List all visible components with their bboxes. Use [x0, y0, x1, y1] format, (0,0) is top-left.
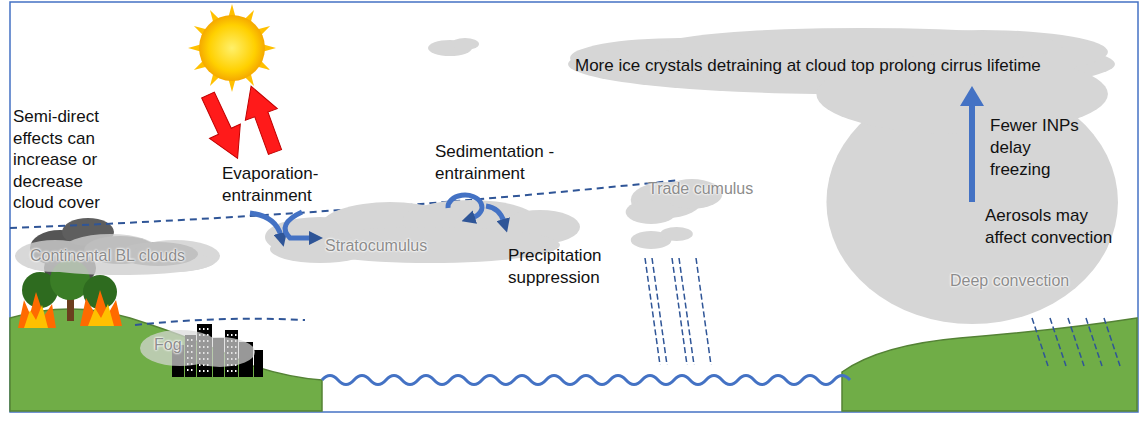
cloud-type-label: Fog: [154, 334, 182, 356]
process-note: Precipitation suppression: [508, 245, 618, 289]
window-light: [207, 370, 209, 372]
window-light: [203, 328, 205, 330]
window-light: [231, 370, 233, 372]
process-note: Fewer INPs delay freezing: [990, 115, 1088, 181]
cloud-type-label: Deep convection: [950, 270, 1069, 292]
incoming-radiation-arrow: [193, 88, 253, 166]
window-light: [231, 334, 233, 336]
cloud-shape: Fog: [140, 322, 255, 370]
window-light: [207, 328, 209, 330]
window-light: [187, 369, 189, 371]
cloud-shape: Continental BL clouds: [15, 232, 220, 277]
sun-rays: [188, 4, 276, 92]
window-light: [227, 334, 229, 336]
window-light: [235, 370, 237, 372]
window-light: [191, 369, 193, 371]
window-light: [199, 370, 201, 372]
land-left: [10, 309, 322, 411]
process-note: Evaporation- entrainment: [222, 163, 340, 207]
process-note: More ice crystals detraining at cloud to…: [575, 55, 1041, 77]
fog-layer-top: [135, 319, 305, 325]
frame: [10, 2, 1138, 412]
cloud-shape: More ice crystals detraining at cloud to…: [560, 22, 1123, 327]
effect-note: Semi-direct effects can increase or decr…: [13, 106, 123, 214]
sun: [199, 15, 265, 81]
process-note: Sedimentation -entrainment: [435, 141, 561, 185]
window-light: [203, 370, 205, 372]
reflected-radiation-arrow: [235, 80, 291, 157]
window-light: [199, 328, 201, 330]
cloud-type-label: Continental BL clouds: [30, 245, 185, 267]
cloud-shape: Trade cumulus: [590, 172, 758, 257]
window-light: [227, 370, 229, 372]
sea-wave: [322, 376, 850, 385]
cloud-type-label: Stratocumulus: [325, 235, 427, 257]
process-note: Aerosols may affect convection: [985, 205, 1119, 249]
land-right: [842, 318, 1137, 411]
cloud-type-label: Trade cumulus: [648, 178, 753, 200]
window-light: [235, 334, 237, 336]
